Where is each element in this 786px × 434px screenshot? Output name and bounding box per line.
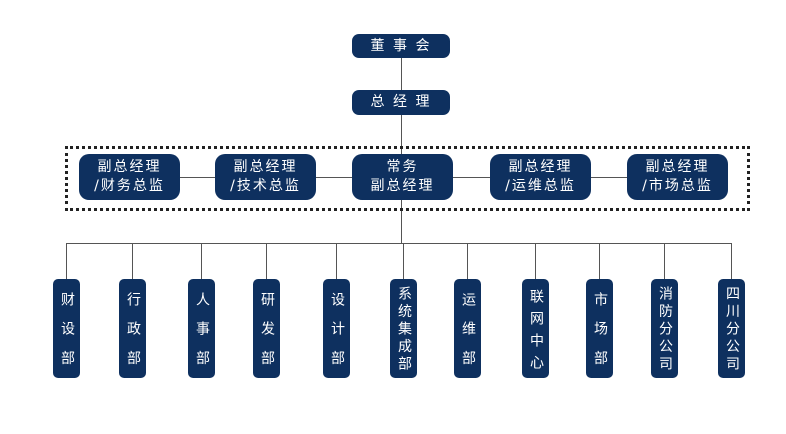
department-label: 运维部 [460, 292, 476, 378]
department-node: 行政部 [119, 279, 146, 378]
department-label: 研发部 [259, 292, 275, 378]
connector [731, 243, 732, 279]
department-label: 消防分公司 [657, 286, 673, 375]
department-node: 设计部 [323, 279, 350, 378]
department-node: 四川分公司 [718, 279, 745, 378]
department-label: 四川分公司 [724, 286, 740, 375]
vp-label: 副总经理 [645, 159, 710, 175]
vp-node-technology: 副总经理 /技术总监 [215, 154, 316, 200]
vp-label: /技术总监 [230, 178, 301, 194]
vp-label: /财务总监 [94, 178, 165, 194]
vp-label: /市场总监 [642, 178, 713, 194]
vp-node-operations: 副总经理 /运维总监 [490, 154, 591, 200]
board-node: 董 事 会 [352, 34, 450, 58]
vp-label: 副总经理 [233, 159, 298, 175]
department-node: 财设部 [53, 279, 80, 378]
department-label: 设计部 [329, 292, 345, 378]
vp-label: /运维总监 [505, 178, 576, 194]
department-node: 消防分公司 [651, 279, 678, 378]
general-manager-node: 总 经 理 [352, 90, 450, 115]
connector [201, 243, 202, 279]
department-label: 行政部 [125, 292, 141, 378]
department-node: 运维部 [454, 279, 481, 378]
connector [401, 58, 402, 90]
vp-node-executive: 常务 副总经理 [352, 154, 453, 200]
vp-node-marketing: 副总经理 /市场总监 [627, 154, 728, 200]
department-label: 财设部 [59, 292, 75, 378]
connector [535, 243, 536, 279]
department-label: 系统集成部 [396, 286, 412, 375]
connector [132, 243, 133, 279]
department-node: 联网中心 [522, 279, 549, 378]
connector [66, 243, 67, 279]
connector [401, 115, 402, 155]
connector [403, 243, 404, 279]
vp-label: 副总经理 [370, 178, 435, 194]
connector [664, 243, 665, 279]
vp-label: 常务 [386, 159, 419, 175]
department-label: 人事部 [194, 292, 210, 378]
department-label: 市场部 [592, 292, 608, 378]
connector [599, 243, 600, 279]
department-node: 人事部 [188, 279, 215, 378]
department-node: 市场部 [586, 279, 613, 378]
department-bus [66, 243, 731, 244]
vp-node-finance: 副总经理 /财务总监 [79, 154, 180, 200]
connector [266, 243, 267, 279]
department-label: 联网中心 [528, 288, 544, 377]
vp-label: 副总经理 [508, 159, 573, 175]
vp-group-frame [65, 146, 750, 211]
department-node: 研发部 [253, 279, 280, 378]
vp-label: 副总经理 [97, 159, 162, 175]
department-node: 系统集成部 [390, 279, 417, 378]
connector [336, 243, 337, 279]
connector [401, 200, 402, 243]
connector [467, 243, 468, 279]
